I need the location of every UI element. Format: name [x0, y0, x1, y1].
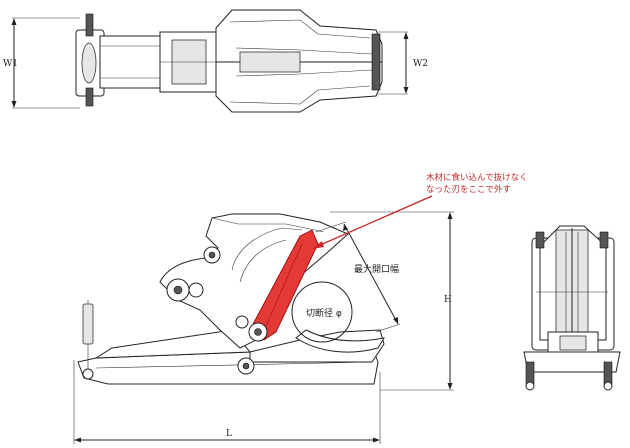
side-stand-foot [82, 368, 94, 380]
top-jaw-line-4 [235, 69, 373, 77]
opening-extension-bottom [375, 323, 401, 333]
w1-arrow-top [11, 18, 17, 25]
annotation-line-1: 木材に食い込んで抜けなく [426, 172, 528, 183]
w1-label: W1 [3, 59, 18, 69]
h-arrow-top [447, 212, 453, 219]
side-view: 切断径 φ 最大開口幅 H L [73, 211, 454, 444]
top-pivot-hub [81, 42, 97, 84]
front-foot-right [603, 381, 613, 391]
side-lower-blade [295, 329, 386, 353]
w2-arrow-bottom [403, 87, 409, 94]
side-blade-pivot-pin [254, 328, 262, 336]
front-foot-left [525, 381, 535, 391]
front-pin-left [535, 231, 545, 249]
top-jaw-line-1 [229, 19, 371, 39]
side-pivot-main-pin [173, 285, 183, 295]
top-arm-body [99, 35, 161, 89]
front-leg-right [603, 361, 613, 385]
side-upper-curve-outer [231, 227, 303, 271]
cutting-diameter-circle [291, 281, 353, 343]
opening-arrow-bottom [393, 317, 398, 324]
side-pivot-mid [188, 282, 204, 298]
highlighted-blade [251, 229, 319, 341]
w2-arrow-top [403, 32, 409, 39]
front-cylinder [559, 335, 587, 351]
opening-extension-top [315, 221, 347, 233]
top-pin-lower [85, 87, 94, 107]
max-opening-width-label: 最大開口幅 [354, 263, 399, 275]
annotation: 木材に食い込んで抜けなく なった刃をここで外す [312, 172, 528, 249]
opening-dimension-line [343, 223, 399, 325]
top-pin-upper [85, 13, 94, 37]
top-blade-block [239, 51, 301, 73]
opening-arrow-top [343, 224, 348, 231]
side-base-line [95, 361, 371, 369]
annotation-leader-line [317, 195, 433, 247]
side-upper-edge [211, 217, 325, 233]
top-view: W1 W2 [3, 9, 428, 113]
top-jaw-tip [371, 33, 381, 91]
front-pin-right [599, 231, 609, 249]
top-jaw-line-3 [235, 47, 373, 55]
w1-arrow-bottom [11, 101, 17, 108]
side-stand-cylinder [82, 303, 94, 345]
annotation-arrow [312, 241, 324, 249]
front-leg-left [525, 361, 535, 385]
h-arrow-bottom [447, 383, 453, 390]
l-arrow-left [74, 437, 81, 443]
side-upper-curve-inner [239, 239, 287, 283]
top-jaw-line-2 [229, 85, 371, 105]
highlighted-blade-ridge [265, 243, 303, 327]
side-pivot-upper-pin [208, 251, 216, 259]
side-pivot-link [235, 315, 249, 329]
side-pivot-lower-pin [242, 362, 250, 370]
l-arrow-right [373, 437, 380, 443]
l-label: L [226, 429, 232, 439]
h-label: H [444, 295, 452, 305]
w2-label: W2 [413, 59, 428, 69]
cutting-diameter-label: 切断径 φ [306, 307, 342, 319]
annotation-line-2: なった刃をここで外す [426, 184, 511, 195]
front-view [523, 225, 621, 391]
